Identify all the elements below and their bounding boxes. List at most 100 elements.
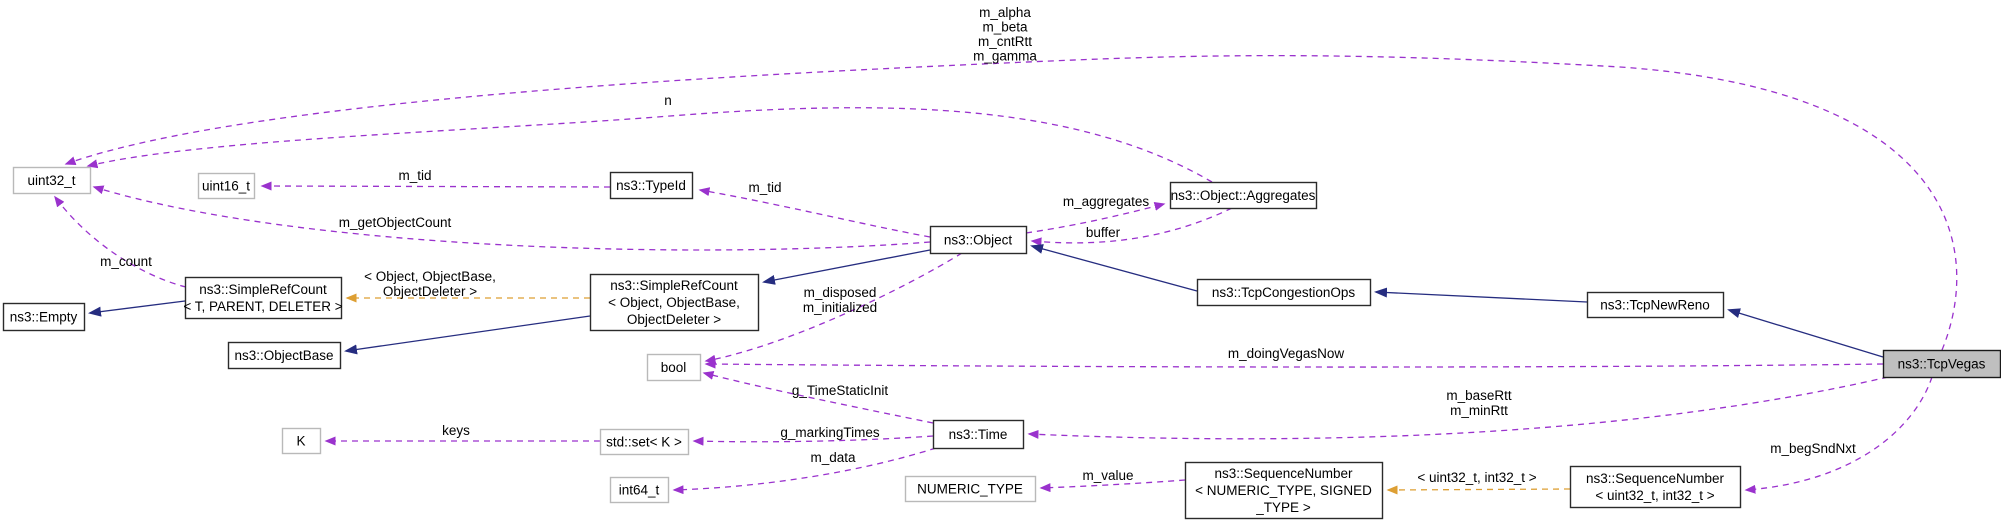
node-label-srcObj: ns3::SimpleRefCount< Object, ObjectBase,… xyxy=(608,278,740,327)
node-label-time: ns3::Time xyxy=(949,427,1008,442)
node-int64: int64_t xyxy=(609,476,670,504)
edge-tcpcong-object xyxy=(1030,244,1198,292)
node-aggregates[interactable]: ns3::Object::Aggregates xyxy=(1169,181,1318,210)
node-bool: bool xyxy=(646,353,702,382)
edge-label-gmark: g_markingTimes xyxy=(780,425,880,440)
edge-label-buffer: buffer xyxy=(1086,225,1121,240)
edge-object-bool xyxy=(704,252,963,364)
node-box-objectbase[interactable] xyxy=(227,341,342,370)
edge-srcT-empty xyxy=(88,300,186,317)
node-box-srcObj[interactable] xyxy=(589,273,760,332)
edge-typeid-uint16 xyxy=(260,181,611,191)
node-K: K xyxy=(281,427,322,455)
node-label-bool: bool xyxy=(661,360,687,375)
node-label-aggregates: ns3::Object::Aggregates xyxy=(1171,188,1316,203)
edge-label-tplObj: < Object, ObjectBase,ObjectDeleter > xyxy=(364,269,496,299)
node-box-tcpcong[interactable] xyxy=(1196,278,1372,307)
edge-seqU32-seqNS xyxy=(1386,485,1571,495)
node-seqU32[interactable]: ns3::SequenceNumber< uint32_t, int32_t > xyxy=(1569,465,1742,509)
edge-label-n: n xyxy=(664,93,672,108)
node-box-stdset xyxy=(599,428,690,456)
node-object[interactable]: ns3::Object xyxy=(929,225,1028,255)
node-label-seqNS: ns3::SequenceNumber< NUMERIC_TYPE, SIGNE… xyxy=(1195,466,1372,515)
node-box-time[interactable] xyxy=(932,419,1025,450)
edge-label-mtid1: m_tid xyxy=(398,168,431,183)
edges-layer xyxy=(54,54,1958,495)
node-box-numeric xyxy=(904,475,1037,503)
node-label-numeric: NUMERIC_TYPE xyxy=(917,481,1023,496)
node-objectbase[interactable]: ns3::ObjectBase xyxy=(227,341,342,370)
edge-object-srcObj xyxy=(762,249,931,285)
node-box-typeid[interactable] xyxy=(609,171,694,200)
node-box-tcpnewreno[interactable] xyxy=(1586,291,1725,319)
node-time[interactable]: ns3::Time xyxy=(932,419,1025,450)
node-label-uint32: uint32_t xyxy=(27,173,75,188)
edge-label-keys: keys xyxy=(442,423,470,438)
node-label-stdset: std::set< K > xyxy=(606,434,682,449)
node-stdset: std::set< K > xyxy=(599,428,690,456)
edge-time-stdset xyxy=(692,435,934,446)
node-box-bool xyxy=(646,353,702,382)
edge-srcObj-objectbase xyxy=(344,315,591,355)
edge-tcpvegas-seqU32 xyxy=(1744,376,1933,494)
node-label-uint16: uint16_t xyxy=(202,178,250,193)
node-label-seqU32: ns3::SequenceNumber< uint32_t, int32_t > xyxy=(1586,471,1725,503)
node-label-K: K xyxy=(296,433,305,448)
node-empty[interactable]: ns3::Empty xyxy=(2,302,86,332)
node-seqNS[interactable]: ns3::SequenceNumber< NUMERIC_TYPE, SIGNE… xyxy=(1184,461,1384,520)
node-uint32: uint32_t xyxy=(12,166,92,195)
node-box-int64 xyxy=(609,476,670,504)
node-label-tcpnewreno: ns3::TcpNewReno xyxy=(1600,297,1710,312)
edge-label-gstatic: g_TimeStaticInit xyxy=(792,383,889,398)
edge-object-aggregates xyxy=(1025,202,1166,234)
node-box-K xyxy=(281,427,322,455)
node-label-tcpcong: ns3::TcpCongestionOps xyxy=(1212,285,1356,300)
node-box-empty[interactable] xyxy=(2,302,86,332)
node-srcObj[interactable]: ns3::SimpleRefCount< Object, ObjectBase,… xyxy=(589,273,760,332)
node-box-aggregates[interactable] xyxy=(1169,181,1318,210)
edge-label-begsnd: m_begSndNxt xyxy=(1770,441,1856,456)
node-numeric: NUMERIC_TYPE xyxy=(904,475,1037,503)
edge-label-mcount: m_count xyxy=(100,254,152,269)
node-box-uint32 xyxy=(12,166,92,195)
edge-object-typeid xyxy=(698,187,931,238)
node-uint16: uint16_t xyxy=(197,172,256,200)
edge-tcpvegas-tcpnewreno xyxy=(1727,308,1884,358)
node-box-object[interactable] xyxy=(929,225,1028,255)
node-tcpcong[interactable]: ns3::TcpCongestionOps xyxy=(1196,278,1372,307)
edge-seqNS-numeric xyxy=(1039,479,1186,493)
edge-label-tplU32: < uint32_t, int32_t > xyxy=(1417,470,1536,485)
node-label-object: ns3::Object xyxy=(944,232,1013,247)
node-box-srcT[interactable] xyxy=(184,276,343,320)
node-box-seqNS[interactable] xyxy=(1184,461,1384,520)
node-box-uint16 xyxy=(197,172,256,200)
node-tcpvegas: ns3::TcpVegas xyxy=(1882,349,2001,379)
edge-tcpvegas-bool xyxy=(704,359,1884,369)
edge-aggregates-uint32 xyxy=(86,107,1213,183)
node-label-srcT: ns3::SimpleRefCount< T, PARENT, DELETER … xyxy=(183,282,342,314)
edge-label-doing: m_doingVegasNow xyxy=(1228,346,1345,361)
edge-tcpvegas-uint32 xyxy=(64,54,1958,351)
edge-label-maggr: m_aggregates xyxy=(1063,194,1150,209)
node-label-typeid: ns3::TypeId xyxy=(616,178,686,193)
node-box-seqU32[interactable] xyxy=(1569,465,1742,509)
node-typeid[interactable]: ns3::TypeId xyxy=(609,171,694,200)
node-tcpnewreno[interactable]: ns3::TcpNewReno xyxy=(1586,291,1725,319)
edge-time-int64 xyxy=(672,447,937,495)
edge-time-bool xyxy=(702,371,934,424)
node-label-tcpvegas: ns3::TcpVegas xyxy=(1898,356,1986,371)
node-box-tcpvegas xyxy=(1882,349,2001,379)
edge-srcT-uint32 xyxy=(54,195,187,288)
edge-label-getobj: m_getObjectCount xyxy=(339,215,452,230)
node-label-objectbase: ns3::ObjectBase xyxy=(234,348,333,363)
node-label-empty: ns3::Empty xyxy=(10,309,78,324)
edge-tcpnewreno-tcpcong xyxy=(1374,287,1588,303)
node-srcT[interactable]: ns3::SimpleRefCount< T, PARENT, DELETER … xyxy=(183,276,343,320)
